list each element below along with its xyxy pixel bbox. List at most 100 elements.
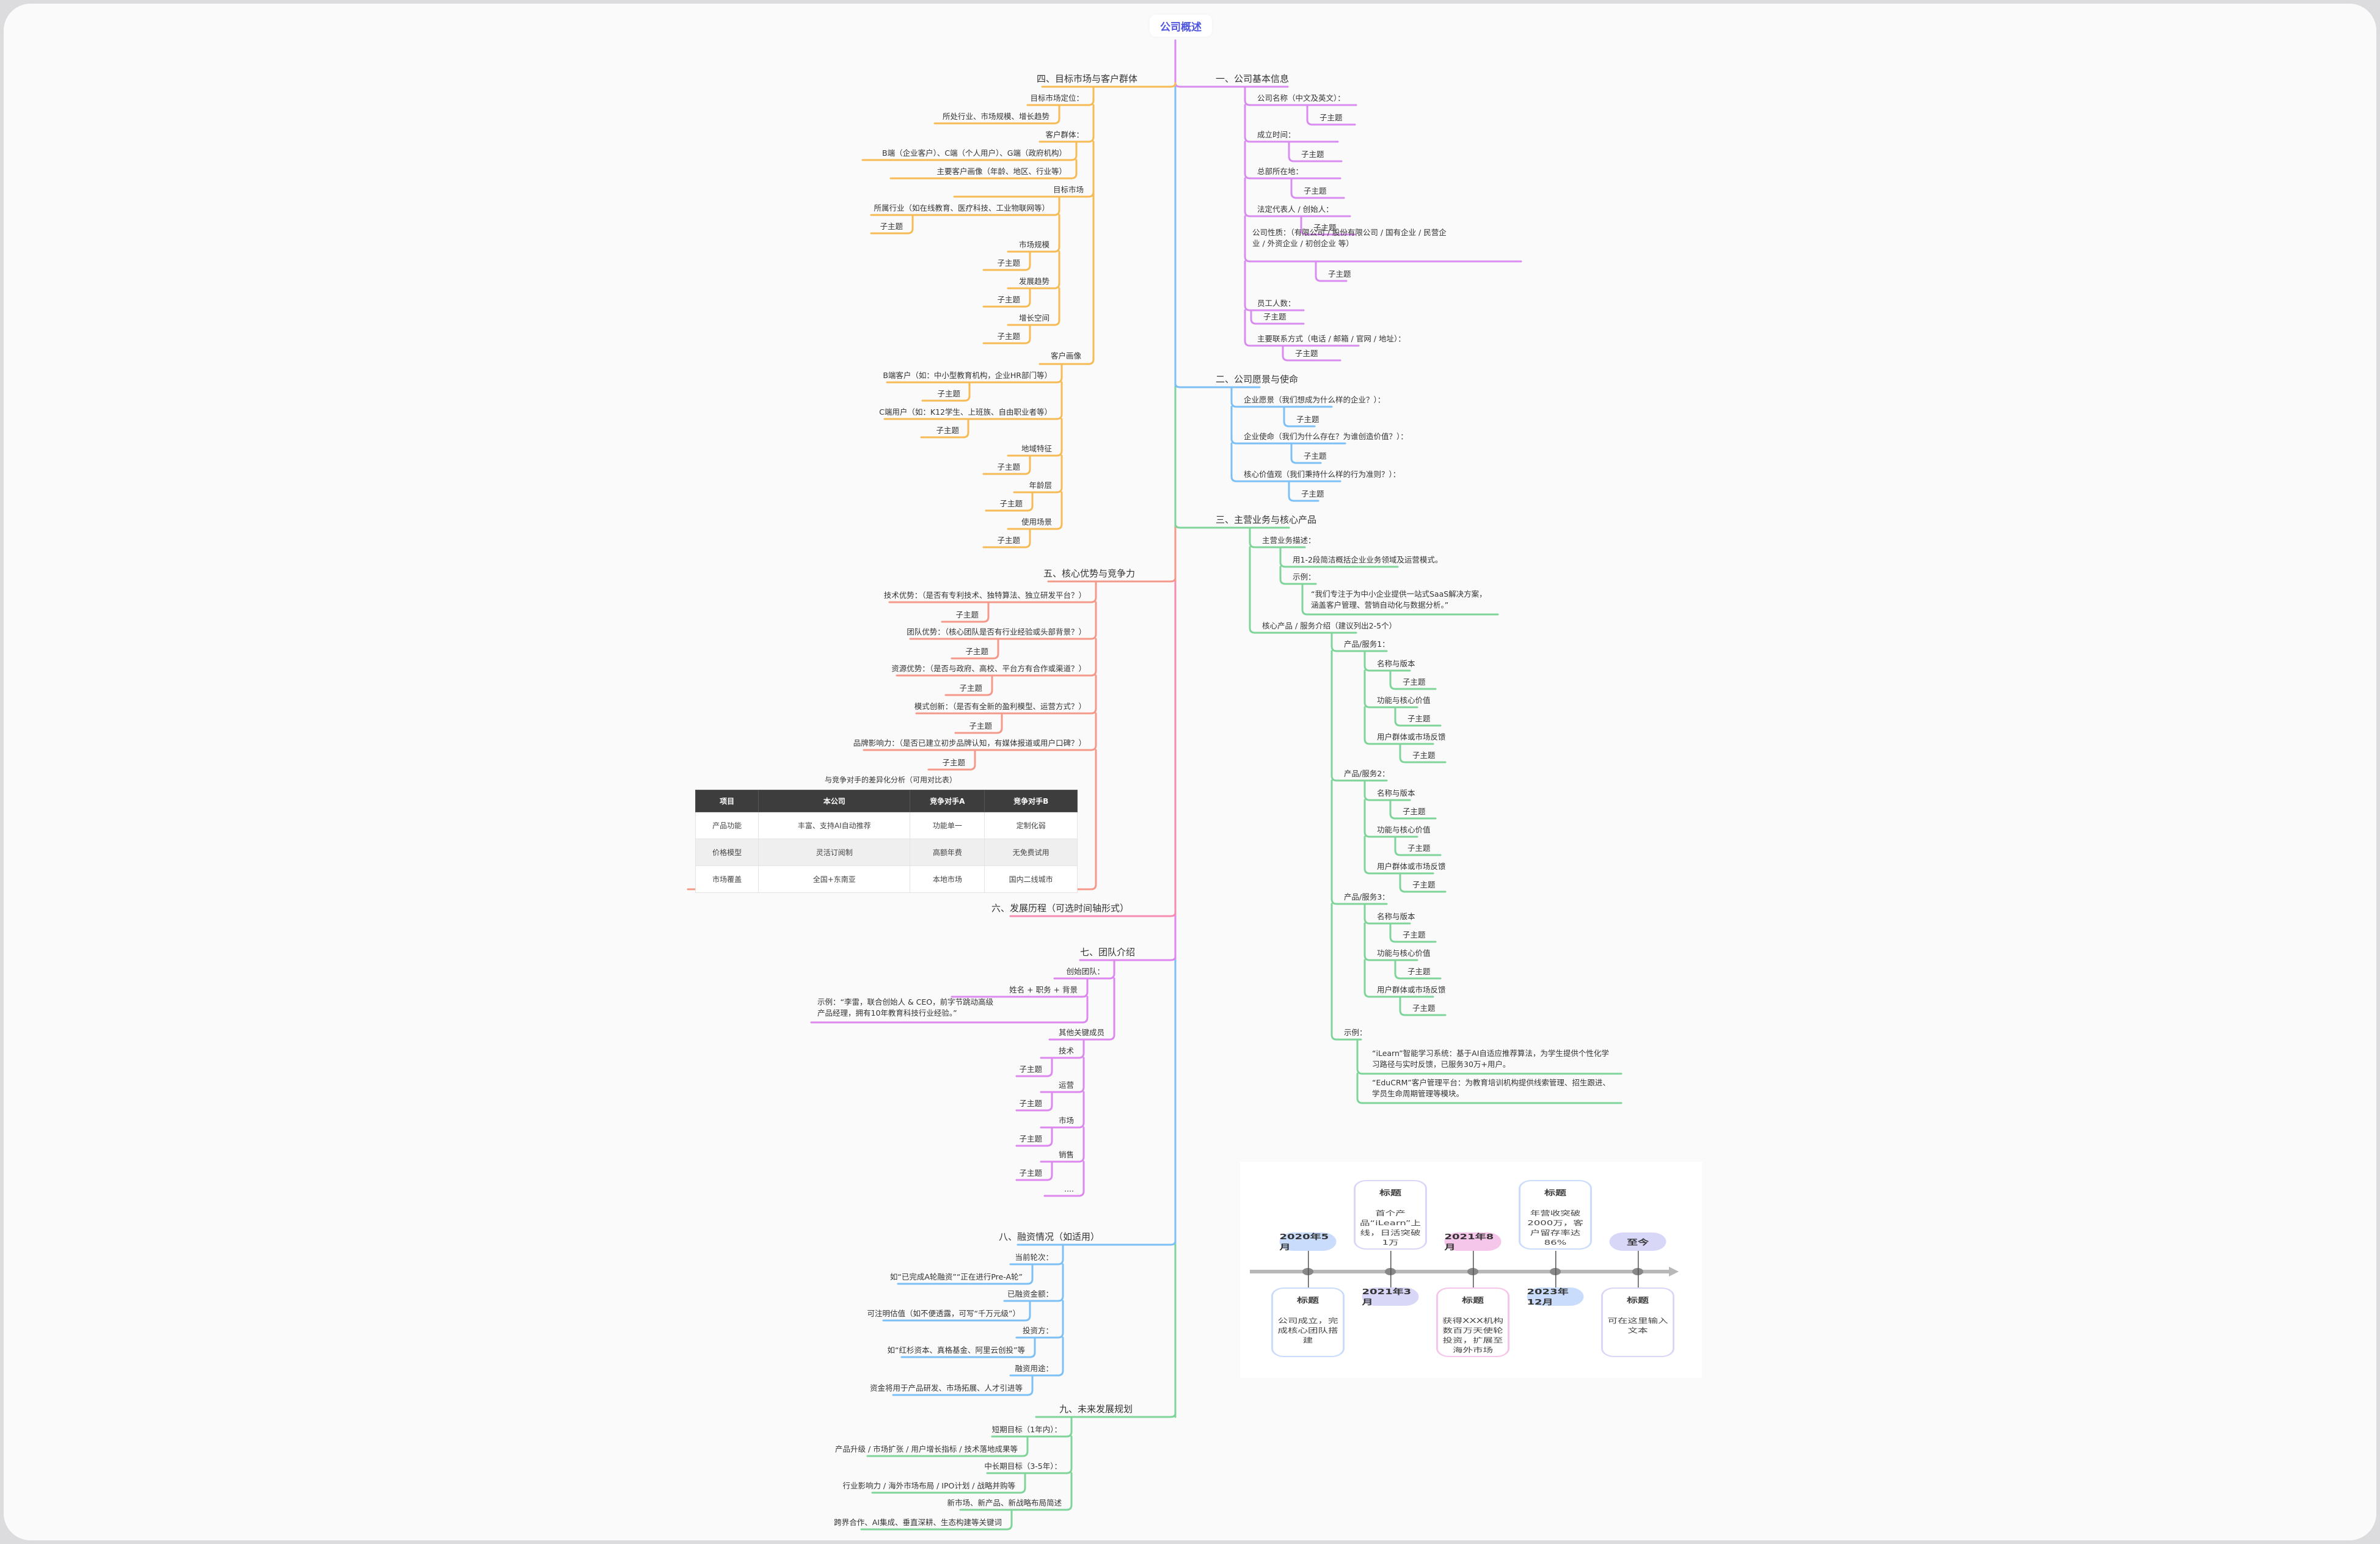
topic-node[interactable]: 公司名称（中文及英文）： (1257, 93, 1345, 103)
topic-node[interactable]: C端用户（如：K12学生、上班族、自由职业者等） (879, 407, 1052, 417)
topic-node[interactable]: 目标市场 (1053, 185, 1084, 194)
section-title-4[interactable]: 四、目标市场与客户群体 (1036, 73, 1137, 84)
subtopic-node[interactable]: B端（企业客户）、C端（个人用户）、G端（政府机构） (882, 148, 1067, 158)
subtopic-node[interactable]: 子主题 (959, 683, 982, 693)
topic-node[interactable]: 所属行业（如在线教育、医疗科技、工业物联网等） (874, 203, 1049, 213)
subtopic-node[interactable]: 子主题 (937, 389, 960, 398)
topic-node[interactable]: 主要联系方式（电话 / 邮箱 / 官网 / 地址）： (1257, 334, 1406, 343)
subtopic-node[interactable]: 子主题 (1407, 843, 1431, 853)
subtopic-node[interactable]: 子主题 (997, 295, 1020, 304)
topic-node[interactable]: 市场 (1058, 1116, 1074, 1125)
product-node[interactable]: 产品/服务3： (1344, 892, 1390, 901)
example-node[interactable]: “EduCRM”客户管理平台：为教育培训机构提供线索管理、招生跟进、学员生命周期… (1372, 1078, 1610, 1098)
subtopic-node[interactable]: 子主题 (1313, 223, 1337, 232)
topic-node[interactable]: 技术优势：（是否有专利技术、独特算法、独立研发平台？） (883, 591, 1086, 600)
product-node[interactable]: 产品/服务1： (1344, 639, 1390, 649)
topic-node[interactable]: 地域特征 (1021, 444, 1052, 453)
topic-node[interactable]: 团队优势：（核心团队是否有行业经验或头部背景？） (907, 627, 1086, 636)
subtopic-node[interactable]: 可注明估值（如不便透露，可写“千万元级”） (867, 1309, 1020, 1318)
subtopic-node[interactable]: 子主题 (1019, 1134, 1042, 1143)
timeline-date-pill[interactable]: 2021年3月 (1362, 1287, 1419, 1306)
topic-node[interactable]: 客户画像 (1050, 351, 1081, 360)
example-node[interactable]: 示例：“李雷，联合创始人 & CEO，前字节跳动高级产品经理，拥有10年教育科技… (817, 997, 994, 1018)
section-title-3[interactable]: 三、主营业务与核心产品 (1216, 514, 1317, 525)
section-title-5[interactable]: 五、核心优势与竞争力 (1043, 568, 1135, 579)
topic-node[interactable]: 销售 (1058, 1150, 1074, 1159)
timeline-date-pill[interactable]: 2020年5月 (1279, 1233, 1337, 1251)
topic-node[interactable]: 功能与核心价值 (1377, 696, 1431, 705)
subtopic-node[interactable]: 子主题 (1403, 677, 1426, 686)
timeline-event-card[interactable]: 标题获得XXX机构数百万天使轮投资，扩展至海外市场 (1436, 1287, 1509, 1357)
topic-node[interactable]: 资源优势：（是否与政府、高校、平台方有合作或渠道？） (891, 664, 1086, 673)
topic-node[interactable]: 目标市场定位： (1030, 93, 1084, 103)
topic-node[interactable]: 品牌影响力：（是否已建立初步品牌认知，有媒体报道或用户口碑？） (853, 738, 1086, 748)
topic-node[interactable]: 当前轮次： (1015, 1253, 1053, 1262)
topic-node[interactable]: 短期目标（1年内）： (991, 1425, 1062, 1434)
subtopic-node[interactable]: 子主题 (1296, 415, 1320, 424)
topic-node[interactable]: 用户群体或市场反馈 (1377, 732, 1446, 741)
topic-node[interactable]: 市场规模 (1018, 240, 1049, 249)
section-title-6[interactable]: 六、发展历程（可选时间轴形式） (991, 903, 1129, 914)
topic-node[interactable]: 融资用途： (1015, 1364, 1053, 1373)
subtopic-node[interactable]: 子主题 (1320, 113, 1343, 122)
subtopic-node[interactable]: 子主题 (942, 758, 965, 767)
topic-node[interactable]: 名称与版本 (1377, 912, 1415, 921)
timeline-event-card[interactable]: 标题首个产品“iLearn”上线，日活突破1万 (1354, 1180, 1427, 1250)
topic-node[interactable]: 技术 (1058, 1046, 1074, 1055)
timeline-date-pill[interactable]: 至今 (1609, 1233, 1666, 1251)
subtopic-node[interactable]: 所处行业、市场规模、增长趋势 (942, 112, 1049, 121)
section-title-8[interactable]: 八、融资情况（如适用） (998, 1231, 1100, 1242)
topic-node[interactable]: 投资方： (1022, 1326, 1053, 1335)
subtopic-node[interactable]: 子主题 (936, 426, 959, 435)
topic-node[interactable]: 使用场景 (1021, 517, 1052, 526)
topic-node[interactable]: 增长空间 (1018, 313, 1049, 322)
subtopic-node[interactable]: 子主题 (997, 536, 1020, 545)
topic-node[interactable]: 总部所在地： (1257, 167, 1304, 176)
topic-node[interactable]: 功能与核心价值 (1377, 949, 1431, 958)
subtopic-node[interactable]: 子主题 (1301, 489, 1324, 498)
topic-node[interactable]: 主营业务描述： (1262, 536, 1316, 545)
example-node[interactable]: “我们专注于为中小企业提供一站式SaaS解决方案，涵盖客户管理、营销自动化与数据… (1311, 589, 1487, 610)
subtopic-node[interactable]: 子主题 (997, 332, 1020, 341)
timeline-card[interactable]: 2020年5月标题公司成立，完成核心团队搭建 2021年3月 标题首个产品“iLea… (1240, 1162, 1702, 1378)
subtopic-node[interactable]: 子主题 (1328, 269, 1351, 279)
topic-node[interactable]: 中长期目标（3-5年）： (984, 1462, 1062, 1471)
subtopic-node[interactable]: 子主题 (969, 721, 992, 730)
product-node[interactable]: 产品/服务2： (1344, 769, 1390, 778)
subtopic-node[interactable]: 资金将用于产品研发、市场拓展、人才引进等 (869, 1383, 1023, 1393)
timeline-date-pill[interactable]: 2021年8月 (1444, 1233, 1502, 1251)
subtopic-node[interactable]: 子主题 (1301, 150, 1324, 159)
subtopic-node[interactable]: 子主题 (1412, 751, 1436, 760)
topic-node[interactable]: 员工人数： (1257, 299, 1296, 308)
section-title-7[interactable]: 七、团队介绍 (1079, 947, 1135, 958)
topic-node[interactable]: 用户群体或市场反馈 (1377, 985, 1446, 994)
subtopic-node[interactable]: 子主题 (965, 647, 988, 656)
subtopic-node[interactable]: 子主题 (1019, 1168, 1042, 1178)
subtopic-node[interactable]: 子主题 (1304, 451, 1327, 461)
subtopic-node[interactable]: 子主题 (1263, 312, 1287, 321)
subtopic-node[interactable]: 姓名 + 职务 + 背景 (1009, 985, 1078, 994)
topic-node[interactable]: 核心价值观（我们秉持什么样的行为准则？）： (1244, 470, 1401, 479)
topic-node[interactable]: 运营 (1058, 1080, 1074, 1090)
comparison-title[interactable]: 与竞争对手的差异化分析（可用对比表） (825, 776, 957, 784)
subtopic-node[interactable]: 子主题 (955, 610, 979, 619)
topic-node[interactable]: 法定代表人 / 创始人： (1257, 205, 1334, 214)
subtopic-node[interactable]: 子主题 (1412, 880, 1436, 889)
topic-node[interactable]: B端客户（如：中小型教育机构，企业HR部门等） (883, 371, 1052, 380)
section-title-2[interactable]: 二、公司愿景与使命 (1216, 374, 1299, 385)
root-node[interactable]: 公司概述 (1150, 15, 1212, 37)
subtopic-node[interactable]: 子主题 (999, 499, 1023, 508)
subtopic-node[interactable]: 跨界合作、AI集成、垂直深耕、生态构建等关键词 (834, 1518, 1002, 1527)
description-node[interactable]: 用1-2段简洁概括企业业务领域及运营模式。 (1293, 555, 1443, 564)
topic-node[interactable]: 公司性质：（有限公司 / 股份有限公司 / 国有企业 / 民营企业 / 外资企业… (1252, 228, 1447, 248)
subtopic-node[interactable]: 子主题 (1407, 714, 1431, 723)
topic-node[interactable]: 企业愿景（我们想成为什么样的企业？）： (1244, 395, 1385, 404)
subtopic-node[interactable]: 子主题 (1403, 930, 1426, 939)
topic-node[interactable]: 企业使命（我们为什么存在？为谁创造价值？）： (1244, 432, 1408, 441)
topic-node[interactable]: 示例： (1344, 1028, 1367, 1037)
subtopic-node[interactable]: 子主题 (880, 222, 903, 231)
timeline-event-card[interactable]: 标题公司成立，完成核心团队搭建 (1271, 1287, 1345, 1357)
topic-node[interactable]: 核心产品 / 服务介绍（建议列出2-5个） (1262, 621, 1397, 630)
subtopic-node[interactable]: 子主题 (1407, 967, 1431, 976)
topic-node[interactable]: 示例： (1293, 572, 1316, 581)
